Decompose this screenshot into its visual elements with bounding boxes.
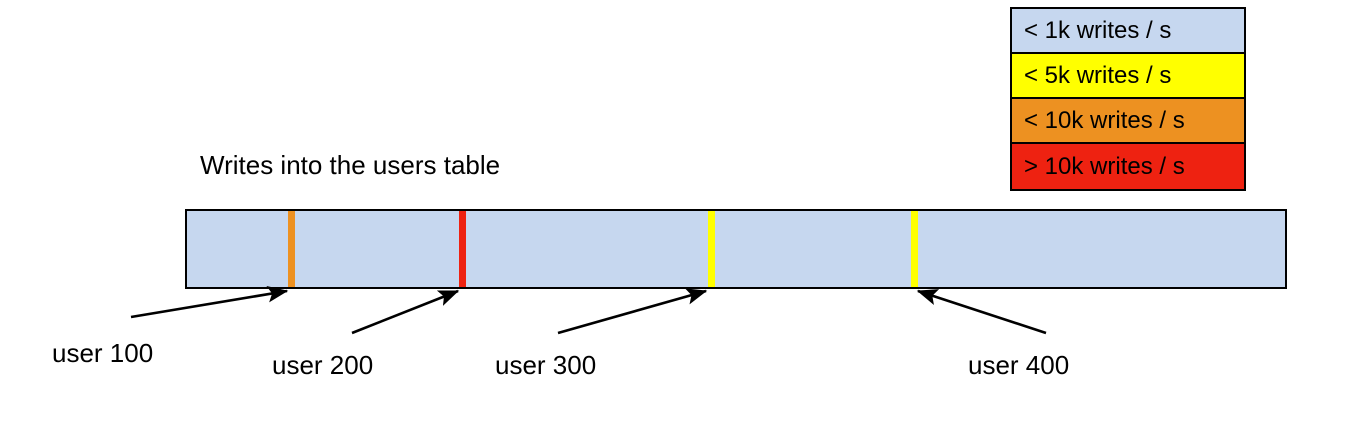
chart-caption: Writes into the users table [200, 150, 501, 180]
legend: < 1k writes / s < 5k writes / s < 10k wr… [1010, 7, 1246, 191]
legend-row-1: < 1k writes / s [1012, 9, 1244, 54]
marker-user-400 [911, 211, 918, 287]
arrow-user-400 [916, 289, 1047, 335]
legend-label-3: < 10k writes / s [1024, 106, 1185, 134]
callout-label-user-300: user 300 [495, 350, 597, 380]
marker-user-300 [708, 211, 715, 287]
callout-label-user-200: user 200 [272, 350, 374, 380]
marker-user-100 [288, 211, 295, 287]
legend-label-2: < 5k writes / s [1024, 61, 1172, 89]
users-table-bar [185, 209, 1287, 289]
legend-row-3: < 10k writes / s [1012, 99, 1244, 144]
arrow-user-100 [130, 285, 289, 319]
marker-user-200 [459, 211, 466, 287]
legend-label-1: < 1k writes / s [1024, 16, 1172, 44]
callout-label-user-100: user 100 [52, 338, 154, 368]
arrow-user-200 [351, 289, 460, 335]
callout-label-user-400: user 400 [968, 350, 1070, 380]
legend-row-2: < 5k writes / s [1012, 54, 1244, 99]
legend-label-4: > 10k writes / s [1024, 152, 1185, 180]
arrow-user-300 [557, 288, 708, 335]
legend-row-4: > 10k writes / s [1012, 144, 1244, 189]
